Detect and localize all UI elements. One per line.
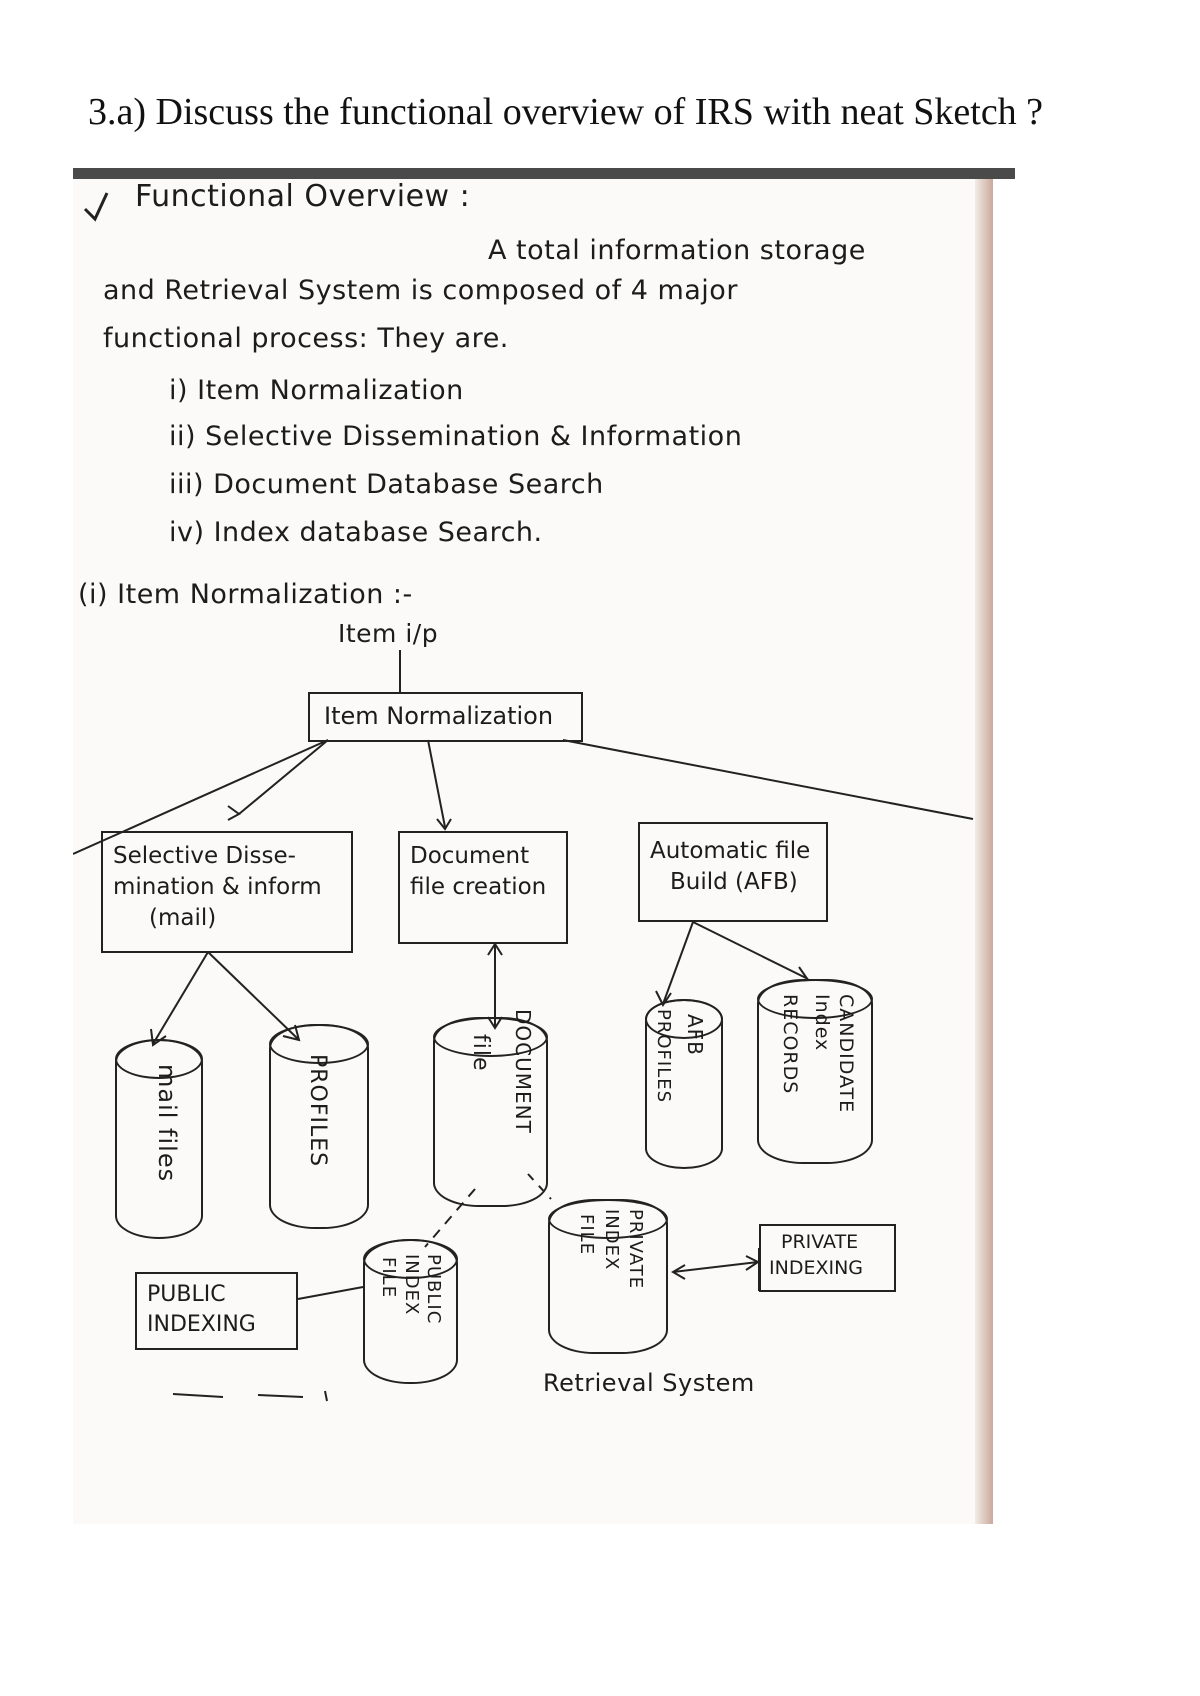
sdi-box: Selective Disse- mination & inform (mail… — [101, 831, 353, 953]
cylinder-top — [269, 1024, 369, 1064]
cylinder-top — [645, 999, 723, 1039]
private-indexing-box: PRIVATE INDEXING — [759, 1224, 896, 1292]
sdi-line-2: mination & inform — [113, 874, 322, 901]
private-index-label-3: FILE — [576, 1214, 597, 1256]
public-indexing-line-1: PUBLIC — [147, 1282, 226, 1307]
candidate-label-2: Index — [811, 994, 833, 1052]
afb-profiles-label-1: AFB — [683, 1014, 707, 1056]
afb-profiles-label-2: PROFILES — [653, 1009, 674, 1104]
input-label: Item i/p — [338, 619, 439, 648]
afb-line-2: Build (AFB) — [670, 869, 798, 896]
process-item-2: ii) Selective Dissemination & Informatio… — [169, 421, 743, 452]
sdi-line-1: Selective Disse- — [113, 843, 296, 869]
cylinder-top — [433, 1017, 548, 1057]
document-file-cylinder — [433, 1017, 548, 1207]
candidate-index-cylinder — [757, 979, 873, 1164]
cylinder-top — [757, 979, 873, 1019]
private-indexing-line-1: PRIVATE — [781, 1231, 859, 1253]
profiles-cylinder — [269, 1024, 369, 1229]
retrieval-system-label: Retrieval System — [543, 1369, 755, 1397]
profiles-label: PROFILES — [305, 1054, 330, 1168]
public-index-label-3: FILE — [378, 1257, 399, 1299]
intro-line-1: A total information storage — [488, 235, 866, 266]
doc-file-line-1: Document — [410, 843, 530, 869]
cylinder-top — [363, 1239, 458, 1279]
candidate-label-1: CANDIDATE — [835, 994, 857, 1114]
item-normalization-box: Item Normalization — [308, 692, 583, 742]
notes-heading: Functional Overview : — [135, 179, 471, 214]
process-item-1: i) Item Normalization — [169, 375, 464, 406]
divider-bar — [73, 168, 1015, 179]
mail-files-label: mail files — [153, 1064, 181, 1183]
public-indexing-line-2: INDEXING — [147, 1311, 256, 1337]
document-file-label-1: file — [468, 1034, 493, 1072]
sdi-line-3: (mail) — [149, 905, 217, 932]
public-index-file-cylinder — [363, 1239, 458, 1384]
private-index-label-1: PRIVATE — [625, 1209, 646, 1290]
process-item-3: iii) Document Database Search — [169, 469, 604, 500]
public-index-label-1: PUBLIC — [423, 1254, 444, 1325]
doc-file-creation-box: Document file creation — [398, 831, 568, 944]
afb-profiles-cylinder — [645, 999, 723, 1169]
document-file-label-2: DOCUMENT — [511, 1009, 535, 1134]
afb-box: Automatic file Build (AFB) — [638, 822, 828, 922]
question-heading: 3.a) Discuss the functional overview of … — [88, 91, 1044, 133]
intro-line-3: functional process: They are. — [103, 323, 509, 354]
afb-line-1: Automatic file — [650, 838, 811, 864]
public-indexing-box: PUBLIC INDEXING — [135, 1272, 298, 1350]
private-indexing-line-2: INDEXING — [769, 1256, 864, 1279]
public-index-label-2: INDEX — [401, 1254, 422, 1316]
page-edge — [975, 179, 993, 1524]
private-index-file-cylinder — [548, 1199, 668, 1354]
process-item-4: iv) Index database Search. — [169, 517, 543, 548]
cylinder-top — [548, 1199, 668, 1239]
sub-heading: (i) Item Normalization :- — [78, 579, 413, 610]
mail-files-cylinder — [115, 1039, 203, 1239]
intro-line-2: and Retrieval System is composed of 4 ma… — [103, 275, 738, 306]
doc-file-line-2: file creation — [410, 874, 547, 901]
handwritten-notes-photo: Functional Overview : A total informatio… — [73, 179, 993, 1524]
private-index-label-2: INDEX — [601, 1209, 622, 1271]
candidate-label-3: RECORDS — [779, 994, 801, 1095]
cylinder-top — [115, 1039, 203, 1079]
